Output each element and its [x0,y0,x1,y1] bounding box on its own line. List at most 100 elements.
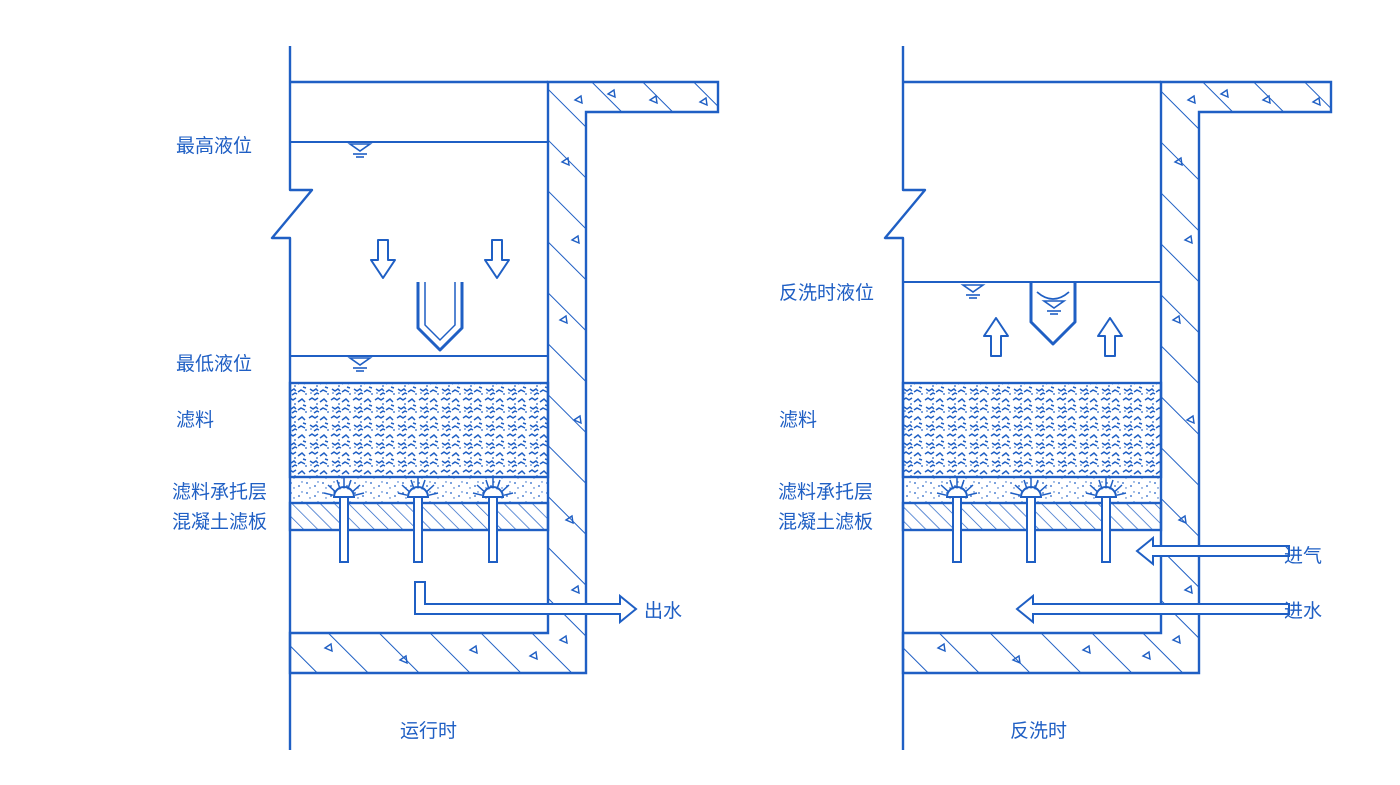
nozzle-ray [472,492,483,496]
nozzle-stem [1026,496,1036,563]
concrete-wall [288,80,720,675]
nozzle-stem [488,496,498,563]
nozzle-ray [428,492,439,496]
nozzle-ray [1114,484,1123,493]
trough-water [1036,291,1070,300]
nozzle-ray [354,492,365,496]
label-concrete-plate: 混凝土滤板 [172,511,268,533]
nozzle-ray [949,479,954,490]
aggregate-mark [1183,584,1193,595]
nozzle-ray [421,479,426,490]
nozzle-ray [967,492,978,496]
label-support-layer: 滤料承托层 [172,481,268,503]
aggregate-mark [398,654,408,665]
nozzle-ray [501,484,510,493]
label-concrete-plate-backwash: 混凝土滤板 [778,511,874,533]
aggregate-mark [936,642,946,653]
concrete-wall [901,80,1333,675]
operation-panel [270,46,720,750]
nozzle-stem [1101,496,1111,563]
label-outlet: 出水 [644,600,683,622]
trough-inner [424,282,456,342]
nozzle-stem [952,496,962,563]
nozzle-ray [1041,492,1052,496]
right-arrow-icon [414,581,638,625]
nozzle-ray [936,492,947,496]
nozzle-icon [1085,478,1127,563]
nozzle-ray [485,479,490,490]
tank-left-wall [270,46,314,750]
aggregate-mark [1311,96,1321,107]
caption-operation: 运行时 [400,720,458,742]
aggregate-mark [1219,88,1229,99]
tank-left-wall [883,46,927,750]
nozzle-cap [1094,486,1118,498]
nozzle-ray [1010,492,1021,496]
label-air-inlet: 进气 [1284,545,1323,567]
level-triangle [960,284,986,293]
water-level-symbol [347,357,373,372]
aggregate-mark [468,644,478,655]
nozzle-ray [397,492,408,496]
aggregate-mark [572,414,582,425]
nozzle-cap [332,486,356,498]
label-filter-media-backwash: 滤料 [779,409,818,431]
nozzle-ray [347,479,352,490]
nozzle-ray [1098,479,1103,490]
trough-icon [416,282,464,352]
nozzle-ray [336,479,341,490]
filter-media-layer [288,381,550,479]
nozzle-ray [965,484,974,493]
label-min-level: 最低液位 [176,353,253,375]
caption-backwash: 反洗时 [1010,720,1068,742]
aggregate-mark [570,584,580,595]
aggregate-mark [573,94,583,105]
nozzle-cap [1019,486,1043,498]
aggregate-mark [323,642,333,653]
nozzle-ray [940,484,949,493]
nozzle-ray [323,492,334,496]
left-arrow-icon [1015,593,1290,625]
up-arrow-icon [1097,317,1123,357]
aggregate-mark [570,234,580,245]
nozzle-ray [476,484,485,493]
nozzle-icon [397,478,439,563]
aggregate-mark [1011,654,1021,665]
nozzle-ray [327,484,336,493]
left-arrow-icon [1135,535,1290,567]
level-triangle [347,143,373,152]
nozzle-ray [401,484,410,493]
label-water-inlet: 进水 [1284,600,1323,622]
nozzle-ray [503,492,514,496]
nozzle-icon [472,478,514,563]
nozzle-ray [1109,479,1114,490]
nozzle-ray [1034,479,1039,490]
nozzle-ray [1039,484,1048,493]
down-arrow-icon [484,239,510,279]
label-backwash-level: 反洗时液位 [779,282,875,304]
down-arrow-icon [370,239,396,279]
backwash-panel [883,46,1333,750]
water-level-symbol [960,284,986,299]
nozzle-ray [410,479,415,490]
nozzle-cap [945,486,969,498]
nozzle-ray [426,484,435,493]
aggregate-mark [1141,650,1151,661]
aggregate-mark [1186,94,1196,105]
nozzle-cap [406,486,430,498]
nozzle-ray [960,479,965,490]
nozzle-ray [1014,484,1023,493]
aggregate-mark [698,96,708,107]
aggregate-mark [1177,514,1187,525]
nozzle-ray [352,484,361,493]
nozzle-ray [1023,479,1028,490]
filter-media-layer [901,381,1163,479]
water-level-symbol [347,143,373,158]
up-arrow-icon [983,317,1009,357]
aggregate-mark [1171,314,1181,325]
label-support-layer-backwash: 滤料承托层 [778,481,874,503]
aggregate-mark [648,94,658,105]
label-max-level: 最高液位 [176,135,253,157]
nozzle-ray [1085,492,1096,496]
